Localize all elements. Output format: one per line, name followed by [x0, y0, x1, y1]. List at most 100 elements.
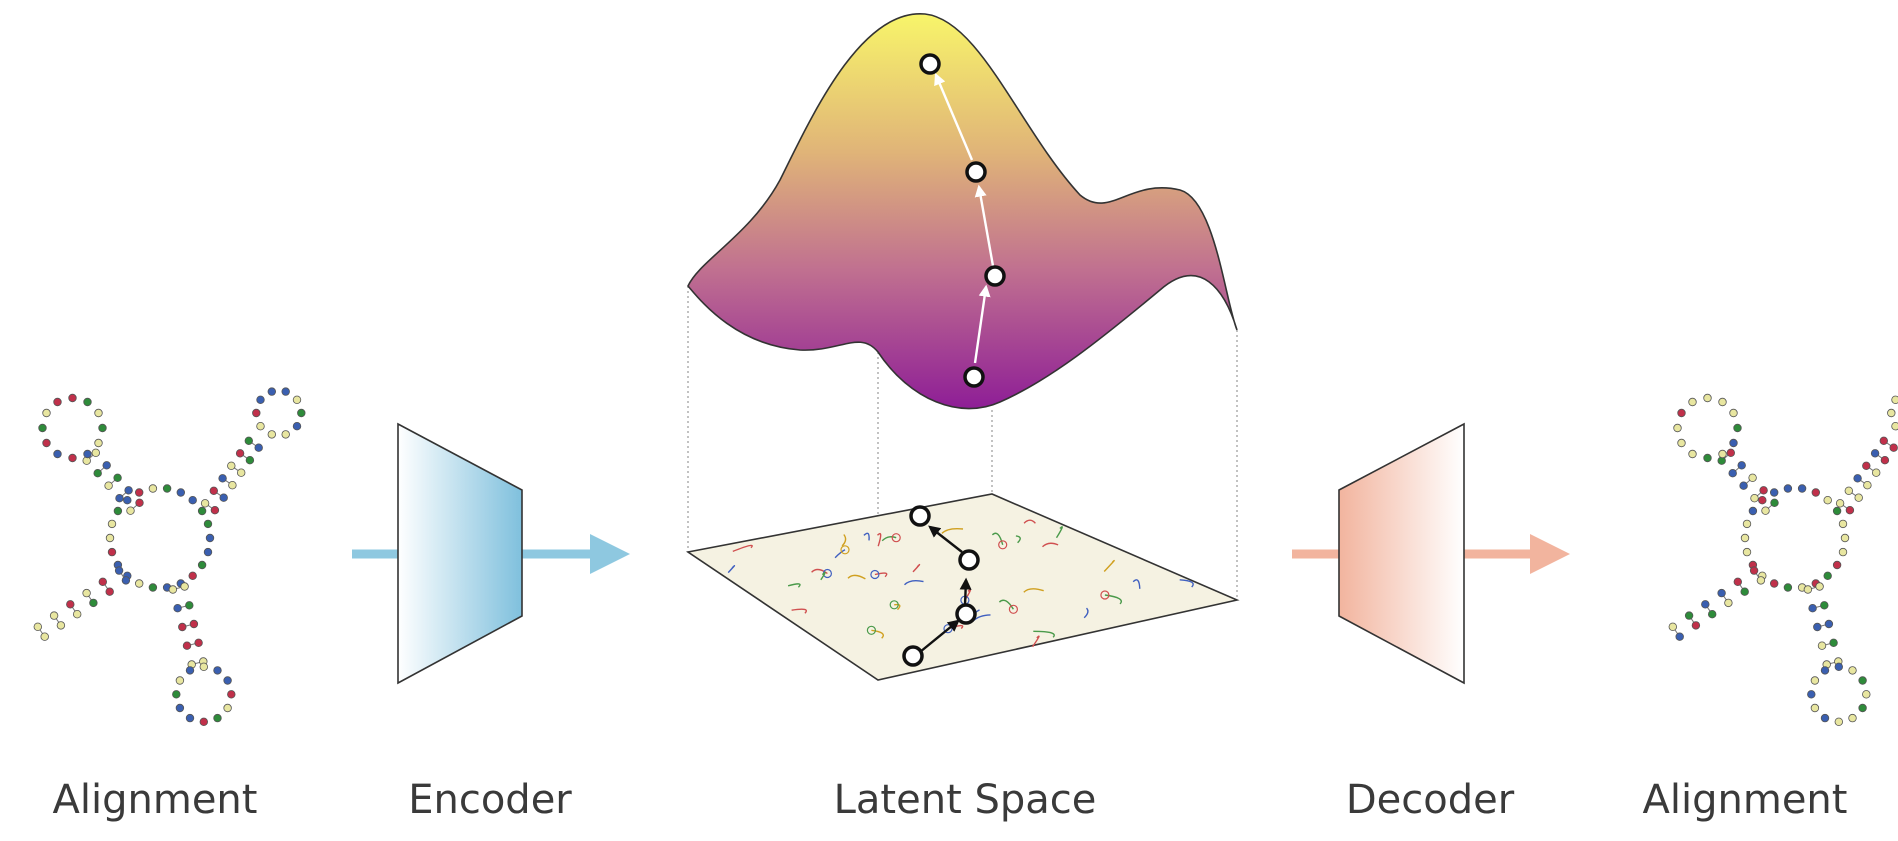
nucleotide [49, 611, 59, 620]
nucleotide [1840, 533, 1850, 543]
nucleotide [175, 676, 185, 685]
nucleotide [121, 576, 131, 585]
nucleotide [1862, 461, 1871, 470]
nucleotide [168, 585, 178, 594]
nucleotide [115, 494, 124, 503]
nucleotide [98, 423, 107, 433]
nucleotide [228, 481, 237, 490]
nucleotide [1769, 579, 1779, 588]
latent-surface-path [934, 72, 995, 364]
nucleotide [219, 493, 228, 502]
latent-plane-path [919, 525, 972, 653]
nucleotide [1823, 496, 1832, 505]
nucleotide [1815, 582, 1824, 591]
nucleotide [223, 703, 232, 713]
nucleotide [1740, 533, 1750, 543]
nucleotide [199, 717, 208, 726]
nucleotide [185, 666, 195, 675]
nucleotide [1832, 506, 1842, 516]
nucleotide [1677, 438, 1686, 448]
nucleotide [114, 566, 124, 575]
nucleotide [1870, 449, 1880, 458]
nucleotide [180, 582, 189, 591]
alignment-input-label: Alignment [52, 777, 258, 823]
nucleotide [1673, 423, 1682, 433]
nucleotide [267, 387, 276, 396]
nucleotide [94, 438, 103, 448]
nucleotide [1703, 393, 1712, 403]
nucleotide [227, 690, 236, 699]
nucleotide [1758, 496, 1767, 505]
nucleotide [1740, 587, 1749, 596]
nucleotide [1807, 690, 1816, 699]
encoder-trapezoid-icon [397, 422, 523, 685]
nucleotide [124, 486, 133, 495]
nucleotide [1848, 666, 1857, 675]
nucleotide [256, 395, 265, 404]
nucleotide [189, 619, 199, 629]
nucleotide [292, 422, 302, 431]
plane-point [958, 549, 980, 571]
nucleotide [1750, 494, 1759, 503]
nucleotide [123, 496, 132, 505]
nucleotide [1848, 713, 1857, 723]
nucleotide [236, 468, 246, 477]
nucleotide [33, 622, 42, 631]
nucleotide [42, 408, 51, 418]
nucleotide [1810, 676, 1820, 685]
nucleotide [1844, 486, 1853, 495]
nucleotide [199, 662, 208, 671]
nucleotide [1675, 632, 1684, 641]
nucleotide [1891, 422, 1898, 431]
nucleotide [1729, 438, 1738, 448]
nucleotide [185, 601, 194, 610]
nucleotide [1701, 600, 1710, 609]
nucleotide [105, 587, 114, 596]
nucleotide [1820, 713, 1830, 723]
nucleotide [1832, 560, 1842, 570]
nucleotide [1688, 397, 1697, 407]
nucleotide [83, 397, 92, 407]
nucleotide [72, 610, 82, 619]
nucleotide [1863, 481, 1872, 490]
nucleotide [188, 496, 197, 505]
nucleotide [197, 560, 207, 570]
output-rna-structure-icon [1668, 393, 1898, 726]
nucleotide [218, 474, 227, 483]
nucleotide [1783, 484, 1793, 493]
latent-surface [687, 13, 1238, 410]
nucleotide [175, 703, 185, 713]
nucleotide [1748, 473, 1757, 482]
nucleotide [113, 473, 122, 482]
nucleotide [98, 577, 107, 586]
nucleotide [1717, 588, 1726, 598]
nucleotide [1769, 488, 1779, 497]
nucleotide [1729, 408, 1738, 418]
nucleotide [227, 461, 236, 470]
nucleotide [1823, 571, 1832, 580]
nucleotide [1858, 703, 1867, 713]
nucleotide [1703, 453, 1712, 463]
nucleotide [38, 423, 47, 433]
nucleotide [1737, 461, 1746, 470]
nucleotide [42, 438, 51, 448]
nucleotide [1834, 662, 1843, 671]
nucleotide [83, 449, 92, 459]
nucleotide [1756, 576, 1766, 585]
surface-point [965, 161, 987, 183]
nucleotide [292, 395, 302, 404]
nucleotide [1811, 488, 1820, 497]
nucleotide [53, 449, 62, 459]
nucleotide [102, 461, 111, 470]
nucleotide [1834, 717, 1843, 726]
nucleotide [1835, 499, 1845, 508]
nucleotide [1871, 468, 1881, 477]
nucleotide [89, 598, 98, 608]
nucleotide [1761, 506, 1770, 515]
nucleotide [200, 499, 210, 508]
nucleotide [1724, 598, 1733, 608]
nucleotide [1733, 577, 1742, 586]
nucleotide [297, 408, 306, 418]
surface-point [963, 366, 985, 388]
nucleotide [267, 430, 276, 439]
